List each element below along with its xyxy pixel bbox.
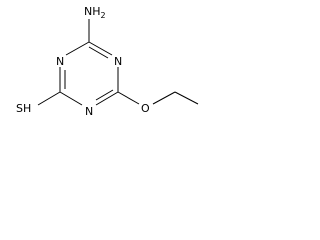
molecule-structure: NH2 N N N O SH bbox=[16, 5, 199, 118]
ether-oxygen: O bbox=[141, 102, 150, 115]
bond-n3-c4-double bbox=[95, 89, 114, 101]
bond-n3-c4 bbox=[95, 91, 119, 106]
triazine-ring bbox=[59, 41, 119, 106]
bond-c6-n5 bbox=[88, 41, 113, 56]
bond-o-ch2 bbox=[152, 91, 176, 105]
thiol-label: SH bbox=[16, 102, 31, 115]
substituent-bonds bbox=[37, 19, 199, 106]
bond-c2-n3 bbox=[59, 91, 83, 106]
amino-label: NH2 bbox=[84, 5, 106, 20]
bond-ch2-ch3 bbox=[174, 91, 199, 105]
ring-n-bottom: N bbox=[85, 105, 93, 118]
bond-c2-sh bbox=[37, 91, 61, 106]
ring-n-top-left: N bbox=[56, 55, 64, 68]
bond-c6-n5-double bbox=[88, 46, 109, 59]
ring-n-top-right: N bbox=[114, 55, 122, 68]
atom-labels: NH2 N N N O SH bbox=[16, 5, 150, 118]
bond-c4-o bbox=[117, 91, 140, 105]
bond-c6-n1 bbox=[65, 41, 90, 56]
